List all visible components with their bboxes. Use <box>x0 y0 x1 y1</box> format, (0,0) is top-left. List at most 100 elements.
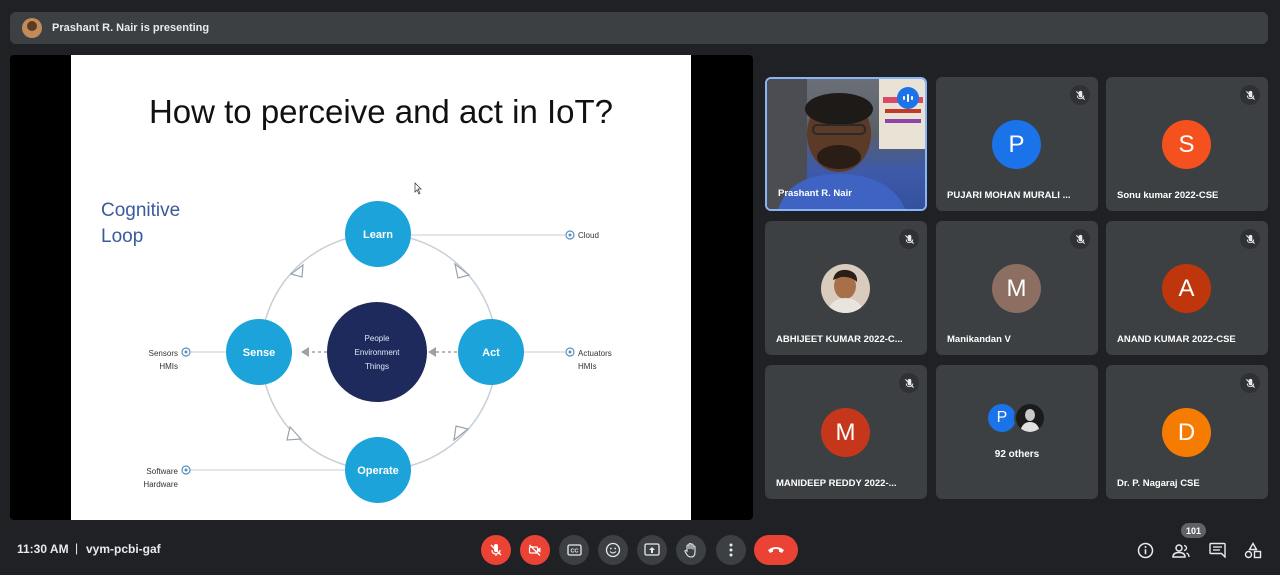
avatar: P <box>992 120 1041 169</box>
loop-arrow-se <box>453 425 470 442</box>
raise-hand-button[interactable] <box>676 535 706 565</box>
participant-name: Sonu kumar 2022-CSE <box>1117 190 1219 201</box>
info-icon <box>1137 542 1153 558</box>
participant-tile[interactable]: S Sonu kumar 2022-CSE <box>1106 77 1268 211</box>
avatar-initial: D <box>1177 418 1196 446</box>
participant-tile[interactable]: M Manikandan V <box>936 221 1098 355</box>
cloud-dot-inner <box>568 233 572 237</box>
chat-icon <box>1208 542 1226 558</box>
others-count: 92 others <box>994 449 1040 460</box>
participant-name: MANIDEEP REDDY 2022-... <box>776 478 897 489</box>
participant-count-badge: 101 <box>1181 523 1207 538</box>
actuators-dot-inner <box>568 350 572 354</box>
avatar: S <box>1162 120 1211 169</box>
participant-tile[interactable]: M MANIDEEP REDDY 2022-... <box>765 365 927 499</box>
people-icon <box>1172 543 1190 558</box>
cognitive-label: Cognitive <box>101 200 180 221</box>
others-avatar-2 <box>1014 402 1046 434</box>
participant-tile-presenter[interactable]: Prashant R. Nair <box>765 77 927 211</box>
loop-arrow-nw <box>289 263 304 278</box>
mic-off-icon <box>1070 229 1090 249</box>
hmis-right-label: HMIs <box>578 362 597 371</box>
center-node <box>327 302 427 402</box>
captions-button[interactable]: CC <box>559 535 589 565</box>
slide-canvas: How to perceive and act in IoT? Cognitiv… <box>101 93 613 503</box>
participant-tile[interactable]: P PUJARI MOHAN MURALI ... <box>936 77 1098 211</box>
others-avatar-1: P <box>986 402 1018 434</box>
avatar: M <box>992 264 1041 313</box>
presenting-banner: Prashant R. Nair is presenting <box>10 12 1268 44</box>
people-button[interactable] <box>1170 539 1192 561</box>
center-things: Things <box>365 362 389 371</box>
emoji-icon <box>605 542 621 558</box>
act-node <box>458 319 524 385</box>
slide: How to perceive and act in IoT? Cognitiv… <box>71 55 691 520</box>
participant-name: ANAND KUMAR 2022-CSE <box>1117 334 1236 345</box>
mic-off-icon <box>899 229 919 249</box>
hardware-dot-inner <box>184 468 188 472</box>
center-people: People <box>365 334 390 343</box>
control-bar: 11:30 AM | vym-pcbi-gaf CC <box>0 523 1280 575</box>
captions-icon: CC <box>566 544 582 556</box>
participant-tile[interactable]: A ANAND KUMAR 2022-CSE <box>1106 221 1268 355</box>
center-environment: Environment <box>355 348 401 357</box>
time-separator: | <box>75 541 79 555</box>
participant-name: Manikandan V <box>947 334 1011 345</box>
meeting-details-button[interactable] <box>1134 539 1156 561</box>
more-vert-icon <box>729 543 733 557</box>
others-tile[interactable]: P 92 others <box>936 365 1098 499</box>
mic-off-icon <box>899 373 919 393</box>
more-options-button[interactable] <box>716 535 746 565</box>
avatar-initial: M <box>835 418 856 446</box>
avatar-initial: A <box>1178 274 1195 302</box>
mic-off-icon <box>1240 229 1260 249</box>
avatar: M <box>821 408 870 457</box>
slide-title: How to perceive and act in IoT? <box>149 93 613 130</box>
leave-call-button[interactable] <box>754 535 798 565</box>
activities-button[interactable] <box>1242 539 1264 561</box>
act-label: Act <box>482 347 500 359</box>
avatar-photo <box>821 264 870 313</box>
participant-name: Dr. P. Nagaraj CSE <box>1117 478 1200 489</box>
learn-label: Learn <box>363 229 393 241</box>
presenting-text: Prashant R. Nair is presenting <box>52 22 210 34</box>
speaking-indicator-icon <box>897 87 919 109</box>
actuators-label: Actuators <box>578 349 612 358</box>
present-button[interactable] <box>637 535 667 565</box>
reactions-button[interactable] <box>598 535 628 565</box>
operate-label: Operate <box>357 465 399 477</box>
participant-tile[interactable]: ABHIJEET KUMAR 2022-C... <box>765 221 927 355</box>
hardware-label: Hardware <box>143 480 178 489</box>
participant-name: ABHIJEET KUMAR 2022-C... <box>776 334 903 345</box>
loop-label: Loop <box>101 226 143 247</box>
raise-hand-icon <box>684 542 696 558</box>
mic-off-icon <box>1240 85 1260 105</box>
avatar-initial: P <box>1008 130 1025 158</box>
presentation-area: How to perceive and act in IoT? Cognitiv… <box>10 55 753 520</box>
avatar: A <box>1162 264 1211 313</box>
participant-tile[interactable]: D Dr. P. Nagaraj CSE <box>1106 365 1268 499</box>
sensors-dot-inner <box>184 350 188 354</box>
participant-name: PUJARI MOHAN MURALI ... <box>947 190 1071 201</box>
sensors-label: Sensors <box>149 349 178 358</box>
sense-node <box>226 319 292 385</box>
meeting-time: 11:30 AM <box>17 542 69 556</box>
cloud-label: Cloud <box>578 231 599 240</box>
camera-toggle-button[interactable] <box>520 535 550 565</box>
avatar-initial: S <box>1178 130 1195 158</box>
hmis-left-label: HMIs <box>159 362 178 371</box>
others-avatar-initial: P <box>996 409 1008 426</box>
mic-toggle-button[interactable] <box>481 535 511 565</box>
operate-node <box>345 437 411 503</box>
camera-off-icon <box>528 544 541 556</box>
mic-off-icon <box>1240 373 1260 393</box>
mouse-cursor-icon <box>414 182 422 195</box>
chat-button[interactable] <box>1206 539 1228 561</box>
software-label: Software <box>146 467 178 476</box>
meeting-code: vym-pcbi-gaf <box>86 542 161 556</box>
call-end-icon <box>768 547 784 553</box>
mic-off-icon <box>490 544 502 556</box>
sense-label: Sense <box>243 347 275 359</box>
mic-off-icon <box>1070 85 1090 105</box>
